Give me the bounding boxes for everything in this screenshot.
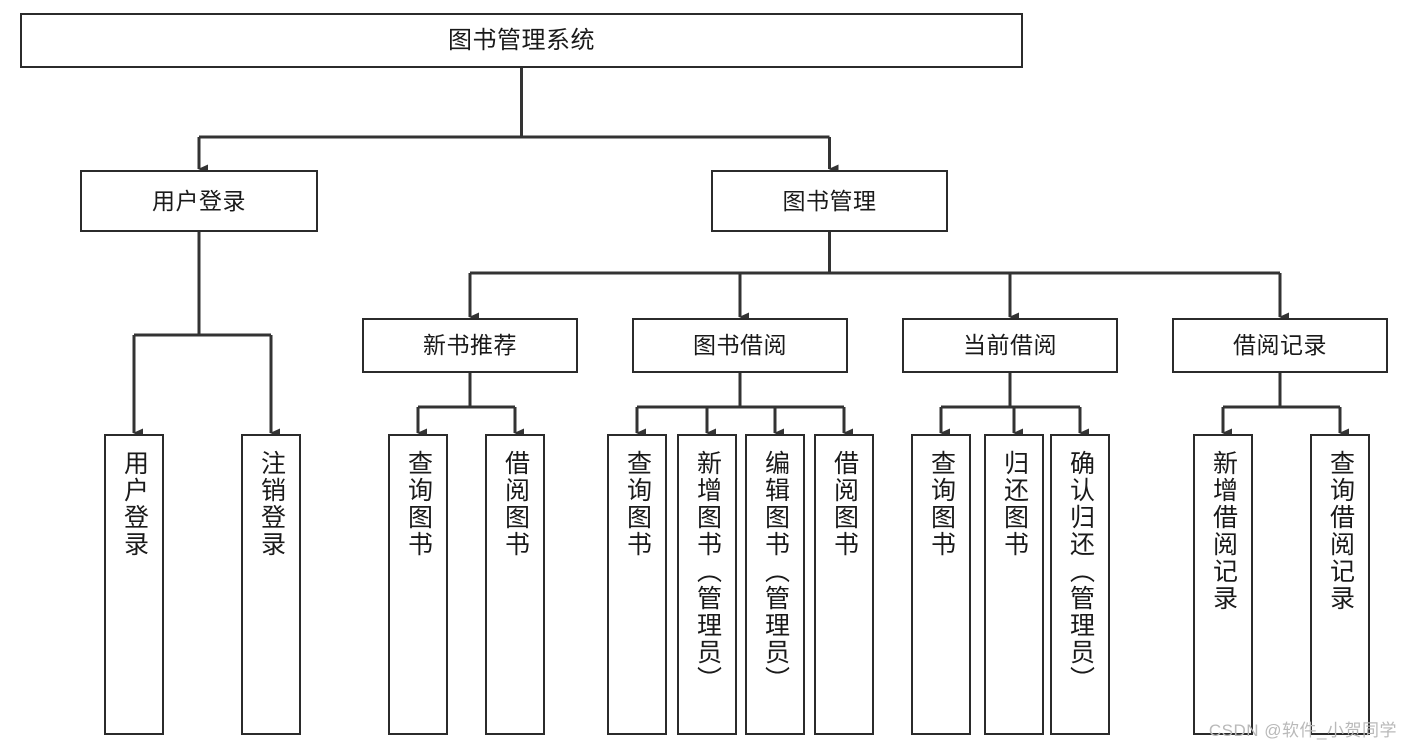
node-user-login[interactable]: 用户登录 bbox=[80, 170, 318, 232]
node-leaf-user-logout[interactable]: 注销登录 bbox=[241, 434, 301, 735]
node-label: 查询借阅记录 bbox=[1326, 450, 1355, 612]
node-borrow-record[interactable]: 借阅记录 bbox=[1172, 318, 1388, 373]
node-label: 借阅记录 bbox=[1233, 332, 1327, 359]
node-label: 查询图书 bbox=[404, 450, 433, 558]
node-root[interactable]: 图书管理系统 bbox=[20, 13, 1023, 68]
node-leaf-query-book-1[interactable]: 查询图书 bbox=[388, 434, 448, 735]
node-label: 借阅图书 bbox=[501, 450, 530, 558]
node-leaf-add-book[interactable]: 新增图书（管理员） bbox=[677, 434, 737, 735]
node-label: 编辑图书（管理员） bbox=[761, 450, 790, 693]
node-label: 新增图书（管理员） bbox=[693, 450, 722, 693]
node-label: 当前借阅 bbox=[963, 332, 1057, 359]
node-book-manage[interactable]: 图书管理 bbox=[711, 170, 948, 232]
node-label: 注销登录 bbox=[257, 450, 286, 558]
node-label: 图书管理 bbox=[782, 187, 877, 214]
node-label: 用户登录 bbox=[152, 187, 246, 214]
node-label: 图书借阅 bbox=[693, 332, 787, 359]
node-leaf-add-record[interactable]: 新增借阅记录 bbox=[1193, 434, 1253, 735]
node-book-borrow[interactable]: 图书借阅 bbox=[632, 318, 848, 373]
node-leaf-user-login[interactable]: 用户登录 bbox=[104, 434, 164, 735]
node-leaf-borrow-book-2[interactable]: 借阅图书 bbox=[814, 434, 874, 735]
node-label: 新增借阅记录 bbox=[1209, 450, 1238, 612]
node-leaf-borrow-book-1[interactable]: 借阅图书 bbox=[485, 434, 545, 735]
node-new-book-rec[interactable]: 新书推荐 bbox=[362, 318, 578, 373]
node-label: 查询图书 bbox=[623, 450, 652, 558]
node-label: 查询图书 bbox=[927, 450, 956, 558]
node-leaf-query-book-3[interactable]: 查询图书 bbox=[911, 434, 971, 735]
connector-group bbox=[132, 68, 1349, 438]
node-leaf-confirm-return[interactable]: 确认归还（管理员） bbox=[1050, 434, 1110, 735]
node-leaf-edit-book[interactable]: 编辑图书（管理员） bbox=[745, 434, 805, 735]
node-label: 用户登录 bbox=[120, 450, 149, 558]
node-label: 归还图书 bbox=[1000, 450, 1029, 558]
node-label: 图书管理系统 bbox=[448, 26, 595, 54]
node-label: 确认归还（管理员） bbox=[1066, 450, 1095, 693]
node-current-borrow[interactable]: 当前借阅 bbox=[902, 318, 1118, 373]
node-label: 新书推荐 bbox=[423, 332, 517, 359]
node-label: 借阅图书 bbox=[830, 450, 859, 558]
node-leaf-return-book[interactable]: 归还图书 bbox=[984, 434, 1044, 735]
node-leaf-query-record[interactable]: 查询借阅记录 bbox=[1310, 434, 1370, 735]
node-leaf-query-book-2[interactable]: 查询图书 bbox=[607, 434, 667, 735]
